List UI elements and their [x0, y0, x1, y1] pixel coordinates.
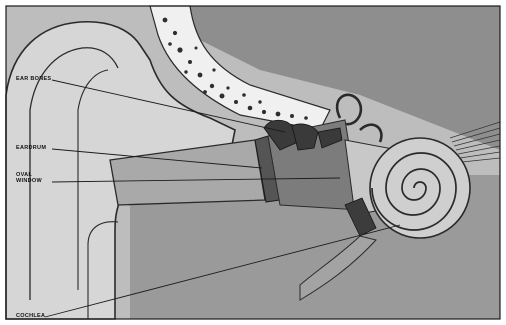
oval-window-label: OVAL WINDOW — [16, 172, 42, 184]
ear-bones-label: EAR BONES — [16, 76, 51, 82]
eardrum-label: EARDRUM — [16, 145, 46, 151]
cochlea-label: COCHLEA — [16, 313, 45, 319]
